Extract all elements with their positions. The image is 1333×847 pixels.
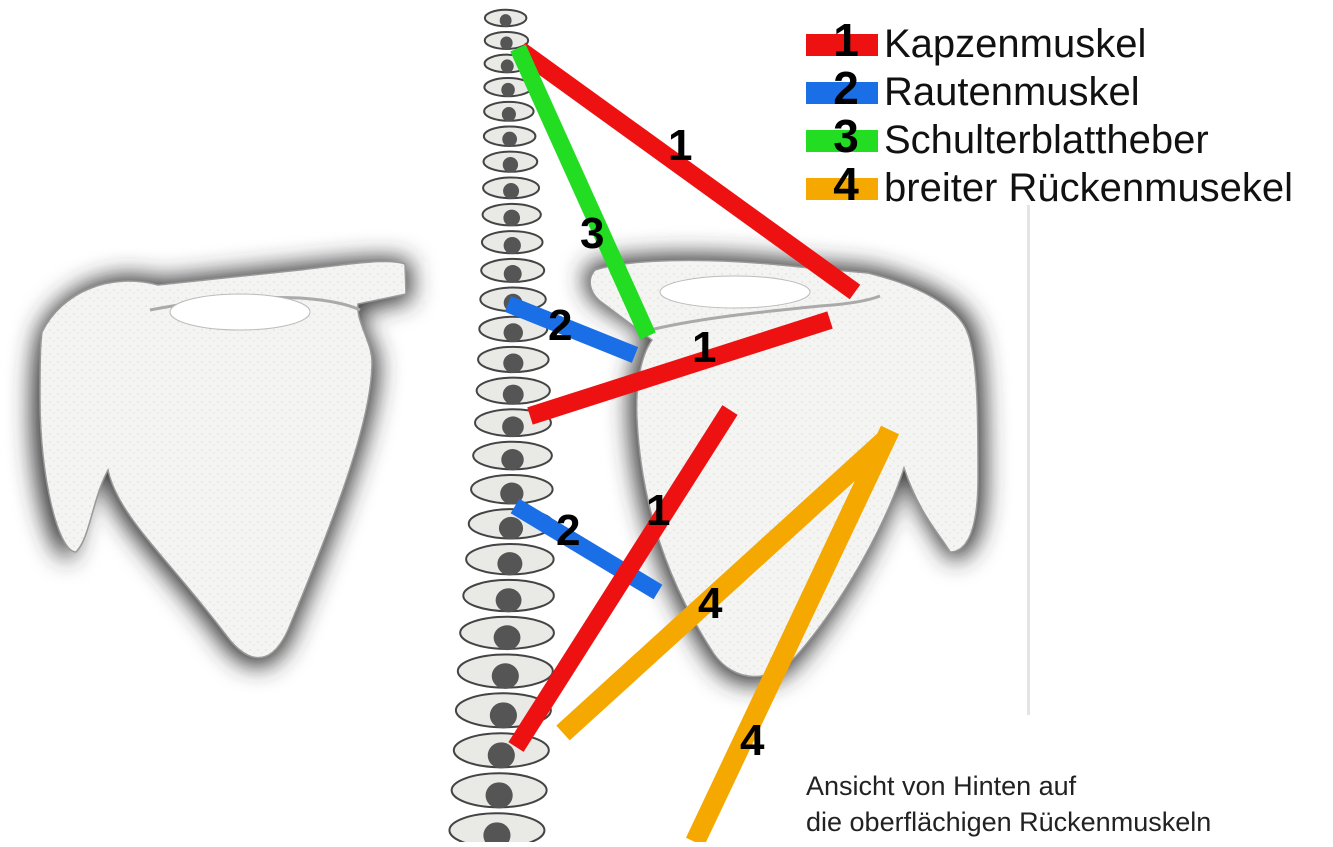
vertebra bbox=[484, 102, 533, 122]
label-kapzen-low: 1 bbox=[646, 486, 670, 535]
label-rauten-lower: 2 bbox=[556, 506, 580, 555]
vertebra bbox=[449, 813, 544, 842]
vertebra-process bbox=[500, 36, 512, 49]
vertebra-process bbox=[503, 385, 524, 405]
legend-label: breiter Rückenmusekel bbox=[884, 166, 1293, 210]
vertebra bbox=[484, 126, 536, 146]
vertebra-process bbox=[502, 132, 517, 147]
panel-divider bbox=[1027, 205, 1030, 715]
vertebra bbox=[454, 733, 549, 768]
vertebra-process bbox=[502, 107, 516, 122]
vertebra-process bbox=[503, 210, 520, 227]
vertebra bbox=[460, 617, 554, 650]
legend-number: 4 bbox=[826, 158, 866, 210]
right-acromion-hole bbox=[660, 276, 810, 308]
label-rauten-upper: 2 bbox=[548, 301, 572, 350]
legend-number: 3 bbox=[826, 110, 866, 162]
vertebra bbox=[458, 654, 553, 688]
vertebra bbox=[471, 475, 553, 505]
vertebra bbox=[452, 773, 547, 808]
vertebra-process bbox=[497, 552, 522, 575]
caption-line-2: die oberflächigen Rückenmuskeln bbox=[806, 804, 1211, 840]
vertebra-process bbox=[504, 237, 521, 254]
vertebra bbox=[477, 378, 550, 405]
vertebra-process bbox=[488, 742, 515, 768]
legend-label: Rautenmuskel bbox=[884, 70, 1140, 114]
vertebra-process bbox=[501, 83, 515, 97]
label-heber: 3 bbox=[580, 209, 604, 258]
vertebra-process bbox=[503, 183, 519, 199]
legend-label: Kapzenmuskel bbox=[884, 22, 1146, 66]
vertebra-process bbox=[500, 14, 512, 27]
left-acromion-hole bbox=[170, 294, 310, 330]
vertebra-process bbox=[503, 354, 523, 373]
vertebra-process bbox=[490, 702, 517, 728]
vertebra bbox=[482, 231, 543, 254]
legend-number: 1 bbox=[826, 14, 866, 66]
vertebra bbox=[484, 152, 538, 173]
vertebra bbox=[481, 259, 544, 283]
caption: Ansicht von Hinten auf die oberflächigen… bbox=[806, 768, 1211, 840]
vertebra-process bbox=[501, 449, 523, 470]
label-kapzen-top: 1 bbox=[668, 121, 692, 170]
vertebra-process bbox=[499, 517, 523, 540]
label-kapzen-mid: 1 bbox=[692, 323, 716, 372]
vertebra bbox=[478, 347, 549, 373]
vertebra-process bbox=[504, 323, 523, 342]
vertebra-process bbox=[486, 782, 513, 808]
vertebra-process bbox=[502, 416, 524, 437]
vertebra bbox=[473, 442, 552, 471]
caption-line-1: Ansicht von Hinten auf bbox=[806, 768, 1211, 804]
legend-number: 2 bbox=[826, 62, 866, 114]
vertebra-process bbox=[501, 59, 514, 73]
vertebra-process bbox=[504, 265, 522, 283]
vertebra-process bbox=[496, 588, 522, 612]
vertebra bbox=[483, 177, 539, 199]
vertebra-process bbox=[492, 663, 519, 689]
label-ruecken-upper: 4 bbox=[698, 579, 723, 628]
vertebra-process bbox=[494, 625, 521, 650]
label-ruecken-lower: 4 bbox=[740, 716, 765, 765]
vertebra bbox=[485, 10, 527, 27]
left-scapula bbox=[32, 259, 412, 667]
vertebra bbox=[463, 580, 554, 612]
vertebra bbox=[466, 544, 553, 575]
vertebra-process bbox=[503, 157, 518, 172]
legend-label: Schulterblattheber bbox=[884, 118, 1209, 162]
vertebra bbox=[483, 204, 541, 226]
